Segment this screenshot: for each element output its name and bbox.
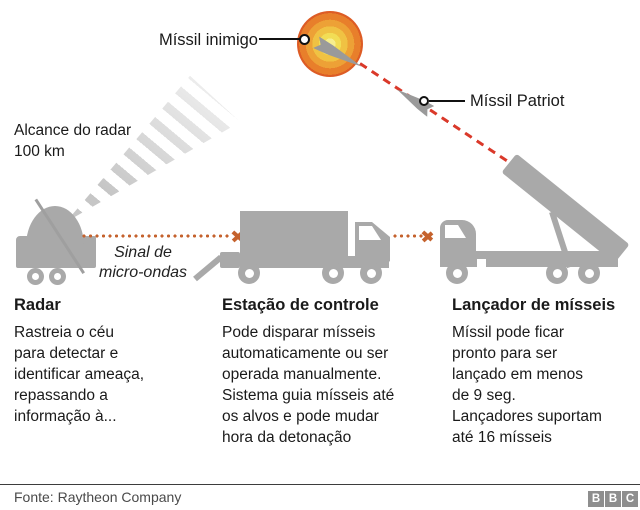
control-station-tail bbox=[220, 252, 240, 268]
section-body: Míssil pode ficar pronto para ser lançad… bbox=[452, 324, 602, 446]
truck-wheel bbox=[238, 262, 260, 284]
source-credit: Fonte: Raytheon Company bbox=[14, 489, 182, 505]
footer-divider bbox=[0, 484, 640, 485]
enemy-missile-marker bbox=[299, 34, 310, 45]
enemy-missile-label: Míssil inimigo bbox=[158, 31, 258, 49]
bbc-logo: B B C bbox=[588, 491, 638, 507]
patriot-missile-leader-line bbox=[429, 100, 465, 102]
section-control-station: Estação de controle Pode disparar míssei… bbox=[222, 296, 447, 448]
truck-wheel bbox=[446, 262, 468, 284]
section-heading: Radar bbox=[14, 296, 61, 314]
radar-range-label: Alcance do radar 100 km bbox=[14, 122, 132, 160]
radar-wheel bbox=[49, 268, 66, 285]
bbc-logo-block: B bbox=[605, 491, 621, 507]
truck-wheel bbox=[546, 262, 568, 284]
microwave-signal-dotted-arrow bbox=[82, 234, 232, 238]
bbc-logo-block: C bbox=[622, 491, 638, 507]
control-station-chassis bbox=[240, 256, 389, 268]
patriot-missile-marker bbox=[419, 96, 429, 106]
section-heading: Estação de controle bbox=[222, 296, 379, 314]
microwave-signal-dotted-arrow bbox=[393, 234, 423, 238]
truck-wheel bbox=[360, 262, 382, 284]
section-body: Pode disparar mísseis automaticamente ou… bbox=[222, 324, 395, 446]
enemy-missile-leader-line bbox=[259, 38, 300, 40]
section-missile-launcher: Lançador de mísseis Míssil pode ficar pr… bbox=[452, 296, 637, 448]
radar-wheel bbox=[27, 268, 44, 285]
patriot-trajectory-dashed-line bbox=[359, 62, 509, 163]
section-body: Rastreia o céu para detectar e identific… bbox=[14, 324, 145, 425]
microwave-signal-label: Sinal de micro-ondas bbox=[98, 244, 188, 281]
control-station-box bbox=[240, 211, 348, 258]
section-heading: Lançador de mísseis bbox=[452, 296, 616, 314]
section-radar: Radar Rastreia o céu para detectar e ide… bbox=[14, 296, 199, 427]
patriot-missile-label: Míssil Patriot bbox=[470, 92, 565, 110]
launcher-truck-chassis-notch bbox=[477, 259, 486, 268]
truck-wheel bbox=[578, 262, 600, 284]
bbc-logo-block: B bbox=[588, 491, 604, 507]
truck-wheel bbox=[322, 262, 344, 284]
arrowhead-icon bbox=[421, 228, 437, 244]
